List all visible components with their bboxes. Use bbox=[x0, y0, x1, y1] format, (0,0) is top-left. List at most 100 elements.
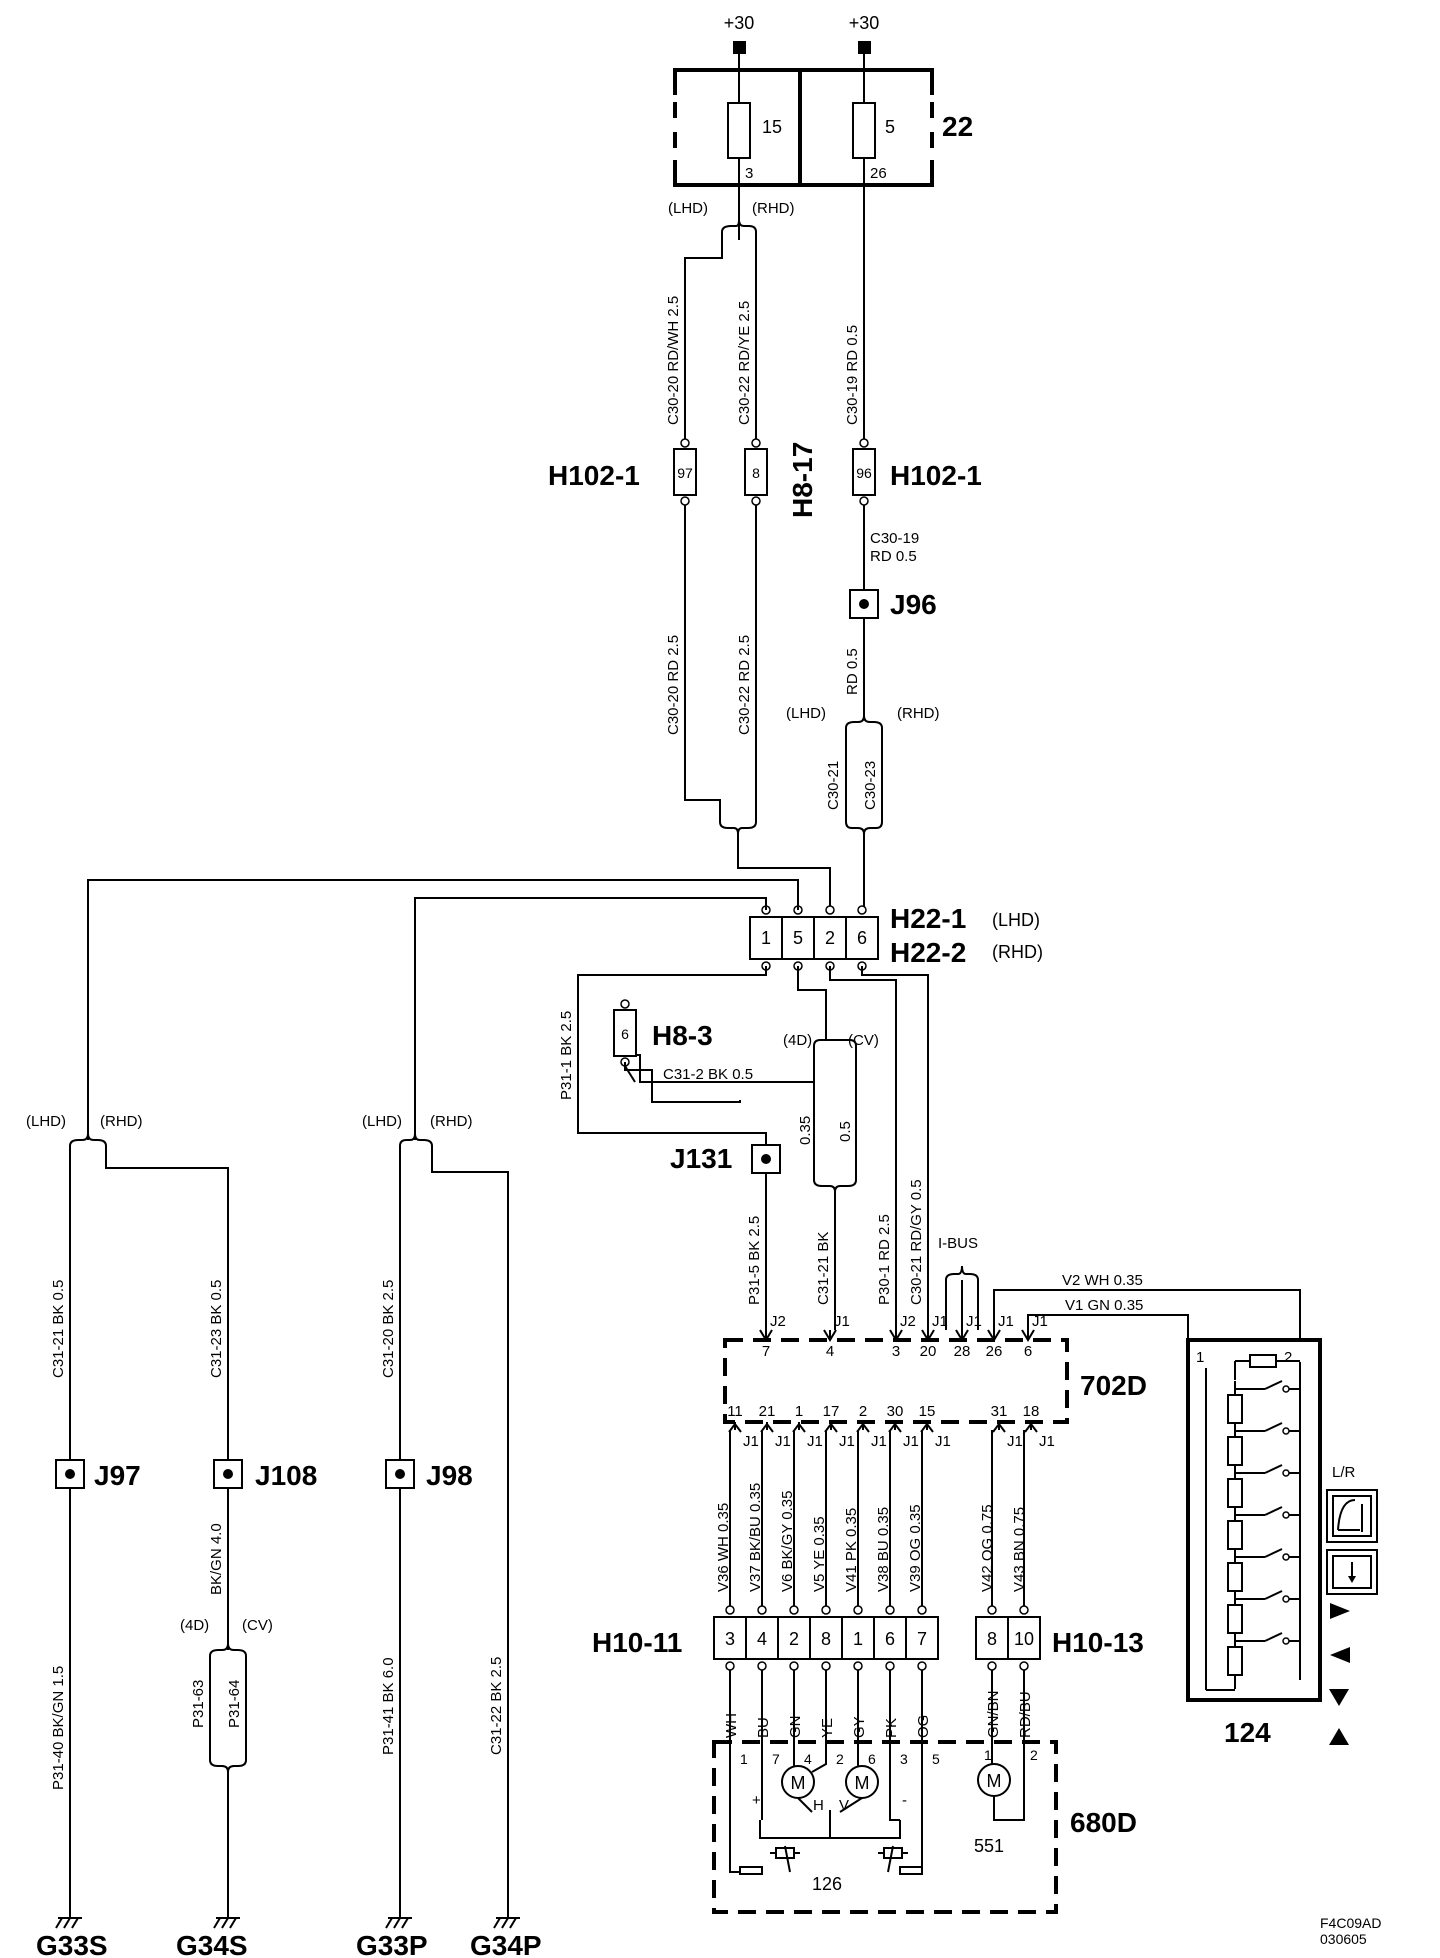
module-702d-bottom-conn: J1 bbox=[935, 1433, 951, 1450]
module-702d-top-pin: 3 bbox=[892, 1343, 900, 1360]
supply-left-label: +30 bbox=[724, 13, 755, 33]
mirror-pin: 1 bbox=[740, 1751, 748, 1767]
h10-11-pin: 2 bbox=[789, 1629, 799, 1649]
h10-11-pin: 1 bbox=[853, 1629, 863, 1649]
variant-lhd-mid: (LHD) bbox=[786, 705, 826, 722]
h22-2-label: H22-2 bbox=[890, 937, 966, 968]
fusebox: 15 3 5 26 22 bbox=[672, 54, 973, 445]
fuse-5 bbox=[852, 102, 876, 159]
module-702d-bottom-conn: J1 bbox=[871, 1433, 887, 1450]
j98-label: J98 bbox=[426, 1460, 473, 1491]
arrow-right-icon bbox=[1330, 1603, 1350, 1619]
h22-pin-2: 2 bbox=[825, 928, 835, 948]
module-702d-top-pin: 28 bbox=[954, 1343, 971, 1360]
wire-c31-20-left: C31-20 BK 2.5 bbox=[380, 1280, 397, 1378]
mirror-wire-color: BU bbox=[755, 1717, 772, 1738]
mirror-wire-color: WH bbox=[723, 1713, 740, 1738]
wire-c30-21-rdgy: C30-21 RD/GY 0.5 bbox=[908, 1179, 925, 1305]
junction-j98: J98 bbox=[385, 1459, 473, 1491]
connector-h8-17: 8 H8-17 bbox=[744, 438, 818, 518]
h102-right-pin: 96 bbox=[856, 465, 872, 481]
h10-11-pin: 8 bbox=[821, 1629, 831, 1649]
variant-cv: (CV) bbox=[848, 1032, 879, 1049]
wire-c30-19-top: C30-19 RD 0.5 bbox=[844, 325, 861, 425]
minus-sign: - bbox=[902, 1792, 907, 1809]
mirror-wire-color: GY bbox=[851, 1716, 868, 1738]
h10-11-pin: 7 bbox=[917, 1629, 927, 1649]
wire-p30-1: P30-1 RD 2.5 bbox=[876, 1214, 893, 1305]
wires-702d-h10 bbox=[729, 1430, 1025, 1610]
mirror-wire-color: YE bbox=[819, 1718, 836, 1738]
wire-bkgn-40: BK/GN 4.0 bbox=[208, 1523, 225, 1595]
h10-13-pin: 10 bbox=[1014, 1629, 1034, 1649]
wire-v5: V5 YE 0.35 bbox=[811, 1516, 828, 1592]
h22-pin-5: 5 bbox=[793, 928, 803, 948]
switch-124: 1 2 124 bbox=[1186, 1338, 1322, 1748]
module-702d-top-conn: J1 bbox=[998, 1313, 1014, 1330]
mirror-wire-color: OG bbox=[915, 1715, 932, 1738]
wire-v38: V38 BU 0.35 bbox=[875, 1507, 892, 1592]
connector-h22: 1 5 2 6 H22-1 (LHD) H22-2 (RHD) bbox=[749, 903, 1043, 971]
supply-right-label: +30 bbox=[849, 13, 880, 33]
module-702d-bottom-pin: 21 bbox=[759, 1403, 776, 1420]
module-702d-top-conn: J1 bbox=[1032, 1313, 1048, 1330]
mirror-680d-label: 680D bbox=[1070, 1807, 1137, 1838]
mirror-pin: 6 bbox=[868, 1751, 876, 1767]
module-702d-label: 702D bbox=[1080, 1370, 1147, 1401]
wire-05: 0.5 bbox=[837, 1121, 854, 1142]
h10-11-label: H10-11 bbox=[592, 1627, 682, 1658]
ground-g33s-label: G33S bbox=[36, 1930, 108, 1958]
wire-035: 0.35 bbox=[797, 1116, 814, 1145]
wire-c30-23: C30-23 bbox=[862, 761, 879, 810]
connector-h102-right: 96 H102-1 bbox=[852, 438, 982, 506]
module-702d-bottom-pin: 31 bbox=[991, 1403, 1008, 1420]
wire-v42: V42 OG 0.75 bbox=[979, 1504, 996, 1592]
module-702d-top-conn: J2 bbox=[900, 1313, 916, 1330]
wire-c30-20-top: C30-20 RD/WH 2.5 bbox=[665, 296, 682, 425]
fusebox-id: 22 bbox=[942, 111, 973, 142]
j131-label: J131 bbox=[670, 1143, 732, 1174]
variant-lhd-left: (LHD) bbox=[26, 1113, 66, 1130]
fold-motor-label: M bbox=[987, 1771, 1002, 1791]
mirror-wire-color: GN bbox=[787, 1716, 804, 1739]
module-702d-bottom-conn: J1 bbox=[1007, 1433, 1023, 1450]
mirror-pin: 3 bbox=[900, 1751, 908, 1767]
module-702d-bottom-conn: J1 bbox=[1039, 1433, 1055, 1450]
h10-13-pin: 8 bbox=[987, 1629, 997, 1649]
module-702d-top-conn: J1 bbox=[932, 1313, 948, 1330]
wire-v36: V36 WH 0.35 bbox=[715, 1503, 732, 1592]
fuse-15-pin: 3 bbox=[745, 165, 753, 182]
connector-h8-3: 6 H8-3 bbox=[613, 999, 713, 1067]
module-702d-top-conn: J1 bbox=[834, 1313, 850, 1330]
wire-c31-21-left: C31-21 BK 0.5 bbox=[50, 1280, 67, 1378]
j108-label: J108 bbox=[255, 1460, 317, 1491]
module-702d-bottom-pin: 11 bbox=[727, 1403, 743, 1420]
module-702d-top-pin: 20 bbox=[920, 1343, 937, 1360]
junction-j97: J97 bbox=[55, 1459, 141, 1491]
module-702d-bottom-conn: J1 bbox=[839, 1433, 855, 1450]
footer-date: 030605 bbox=[1320, 1931, 1367, 1947]
fuse-5-pin: 26 bbox=[870, 165, 887, 182]
h8-17-pin: 8 bbox=[752, 465, 760, 481]
wire-p31-1: P31-1 BK 2.5 bbox=[558, 1011, 575, 1100]
ground-g33s-icon bbox=[55, 1917, 82, 1929]
arrow-up-icon bbox=[1329, 1728, 1349, 1745]
mirror-wire-color: GN/BN bbox=[985, 1690, 1002, 1738]
wire-p31-63: P31-63 bbox=[190, 1680, 207, 1728]
wire-v41: V41 PK 0.35 bbox=[843, 1508, 860, 1592]
wire-p31-5: P31-5 BK 2.5 bbox=[746, 1216, 763, 1305]
module-702d-top-conn: J2 bbox=[770, 1313, 786, 1330]
variant-rhd-mid: (RHD) bbox=[897, 705, 940, 722]
mirror-pin: 7 bbox=[772, 1751, 780, 1767]
variant-lhd-top: (LHD) bbox=[668, 200, 708, 217]
variant-lhd-right: (LHD) bbox=[362, 1113, 402, 1130]
mirror-pin: 5 bbox=[932, 1751, 940, 1767]
wire-v43: V43 BN 0.75 bbox=[1011, 1507, 1028, 1592]
ground-g33p-icon bbox=[385, 1917, 412, 1929]
module-702d-bottom-conn: J1 bbox=[807, 1433, 823, 1450]
module-702d-bottom-conn: J1 bbox=[775, 1433, 791, 1450]
